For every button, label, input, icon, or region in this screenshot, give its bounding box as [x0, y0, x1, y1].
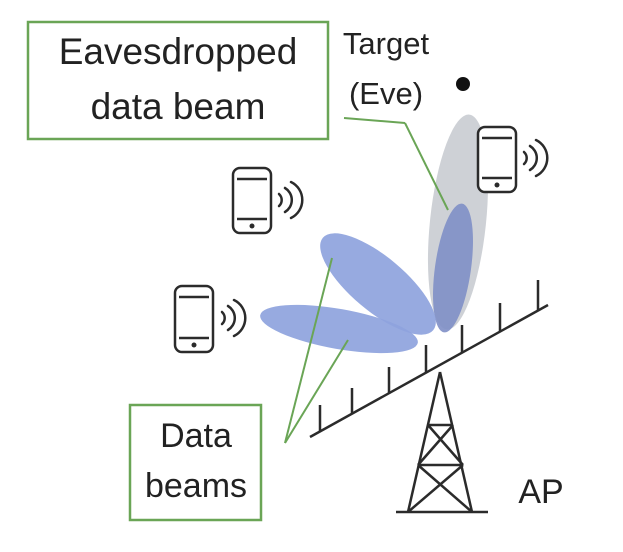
smartphone-icon — [231, 166, 273, 235]
leader-lines — [284, 117, 449, 444]
data-beam-upper — [320, 233, 436, 335]
data-beams-label-line2: beams — [145, 467, 247, 505]
data-beams-label-line1: Data — [160, 417, 232, 455]
target-label-line2: (Eve) — [349, 76, 423, 111]
antenna-array — [309, 280, 549, 439]
ap-tower-icon — [396, 371, 488, 514]
wifi-signal-icon — [277, 180, 304, 220]
eavesdropped-beam — [433, 203, 473, 333]
smartphone-icon — [476, 125, 518, 194]
wifi-signal-icon — [522, 138, 549, 178]
target-label-line1: Target — [343, 26, 430, 61]
ap-label: AP — [518, 473, 563, 511]
smartphone-icon — [173, 284, 215, 354]
wifi-signal-icon — [220, 298, 247, 338]
data-beams-label-box — [128, 403, 263, 522]
eavesdropped-label-line1: Eavesdropped — [59, 31, 298, 72]
eve-target-dot — [456, 77, 470, 91]
eavesdropped-label-box — [26, 20, 330, 141]
data-beam-lower — [260, 304, 418, 354]
eavesdropped-label-line2: data beam — [91, 86, 266, 127]
